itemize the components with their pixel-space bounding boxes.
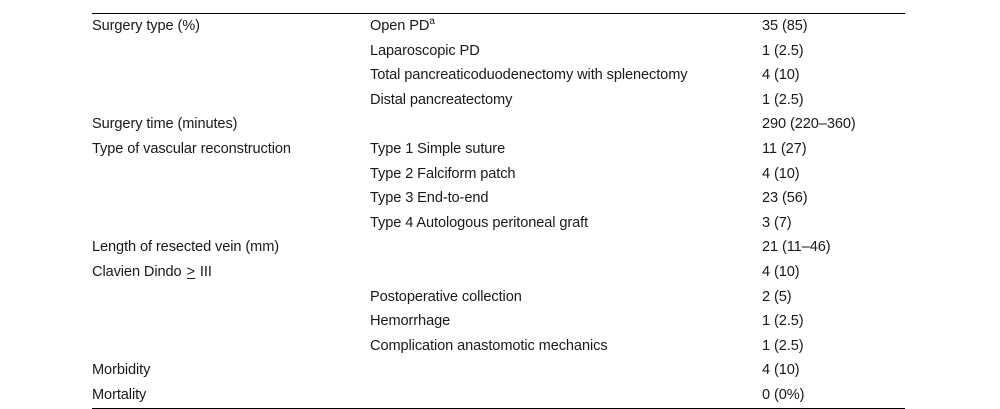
row-label: [92, 186, 370, 211]
table-row: Mortality 0 (0%): [92, 383, 905, 408]
row-subcategory: Complication anastomotic mechanics: [370, 337, 608, 354]
row-label: [92, 39, 370, 64]
row-subcategory: Type 3 End-to-end: [370, 190, 489, 207]
row-subcategory: Type 1 Simple suture: [370, 140, 506, 157]
table-row: Complication anastomotic mechanics 1 (2.5…: [92, 334, 905, 359]
row-value: 1 (2.5): [762, 313, 804, 330]
table-row: Length of resected vein (mm) 21 (11–46): [92, 235, 905, 260]
row-subcategory: Open PDa: [370, 14, 762, 39]
footnote-marker: a: [429, 16, 435, 28]
table-row: Laparoscopic PD 1 (2.5): [92, 39, 905, 64]
row-value: 4 (10): [762, 362, 800, 379]
row-value: 1 (2.5): [762, 91, 804, 108]
row-label: Surgery type (%): [92, 18, 200, 34]
row-subcategory: Laparoscopic PD: [370, 42, 480, 59]
row-subcategory: Total pancreaticoduodenectomy with splen…: [370, 67, 688, 84]
row-label: [92, 63, 370, 88]
table-row: Type of vascular reconstruction Type 1 Si…: [92, 137, 905, 162]
row-subcategory: [370, 260, 762, 285]
row-value: 23 (56): [762, 190, 808, 207]
row-label: Type of vascular reconstruction: [92, 140, 291, 157]
row-value: 4 (10): [762, 67, 800, 84]
row-label: [92, 88, 370, 113]
table-row: Morbidity 4 (10): [92, 358, 905, 383]
row-value: 35 (85): [762, 18, 808, 34]
row-value: 4 (10): [762, 165, 800, 182]
table-row: Postoperative collection 2 (5): [92, 285, 905, 310]
row-label: [92, 285, 370, 310]
row-value: 0 (0%): [762, 386, 805, 403]
row-subcategory: Postoperative collection: [370, 288, 522, 305]
row-subcategory: Type 2 Falciform patch: [370, 165, 516, 182]
row-value: 3 (7): [762, 214, 792, 231]
row-label: Clavien Dindo > III: [92, 260, 370, 285]
row-value: 21 (11–46): [762, 239, 831, 256]
row-value: 2 (5): [762, 288, 792, 305]
row-subcategory: Type 4 Autologous peritoneal graft: [370, 214, 589, 231]
row-label-suffix: III: [195, 263, 212, 280]
table-row: Type 4 Autologous peritoneal graft 3 (7): [92, 211, 905, 236]
table-bottom-rule: [92, 407, 905, 409]
row-value: 1 (2.5): [762, 42, 804, 59]
row-subcategory: Hemorrhage: [370, 313, 451, 330]
row-subcategory: Distal pancreatectomy: [370, 91, 513, 108]
table-row: Type 3 End-to-end 23 (56): [92, 186, 905, 211]
table-row: Distal pancreatectomy 1 (2.5): [92, 88, 905, 113]
row-label: Mortality: [92, 386, 147, 403]
row-value: 11 (27): [762, 140, 807, 157]
row-subcategory-text: Open PD: [370, 18, 430, 34]
row-label: Length of resected vein (mm): [92, 239, 280, 256]
row-value: 290 (220–360): [762, 116, 856, 133]
row-label: [92, 334, 370, 359]
row-label: Morbidity: [92, 362, 151, 379]
row-label: [92, 211, 370, 236]
table-row: Surgery time (minutes) 290 (220–360): [92, 112, 905, 137]
row-label: [92, 162, 370, 187]
greater-than-or-equal-icon: >: [186, 263, 196, 280]
table-row: Hemorrhage 1 (2.5): [92, 309, 905, 334]
row-label: [92, 309, 370, 334]
row-label-text: Clavien Dindo: [92, 263, 186, 280]
row-subcategory: [370, 112, 762, 137]
row-subcategory: [370, 383, 762, 408]
row-label: Surgery time (minutes): [92, 116, 238, 133]
row-subcategory: [370, 358, 762, 383]
table-row: Type 2 Falciform patch 4 (10): [92, 162, 905, 187]
row-value: 4 (10): [762, 263, 800, 280]
row-subcategory: [370, 235, 762, 260]
row-value: 1 (2.5): [762, 337, 804, 354]
table-row: Total pancreaticoduodenectomy with splen…: [92, 63, 905, 88]
table-row: Clavien Dindo > III 4 (10): [92, 260, 905, 285]
table-top-rule: [92, 13, 905, 14]
